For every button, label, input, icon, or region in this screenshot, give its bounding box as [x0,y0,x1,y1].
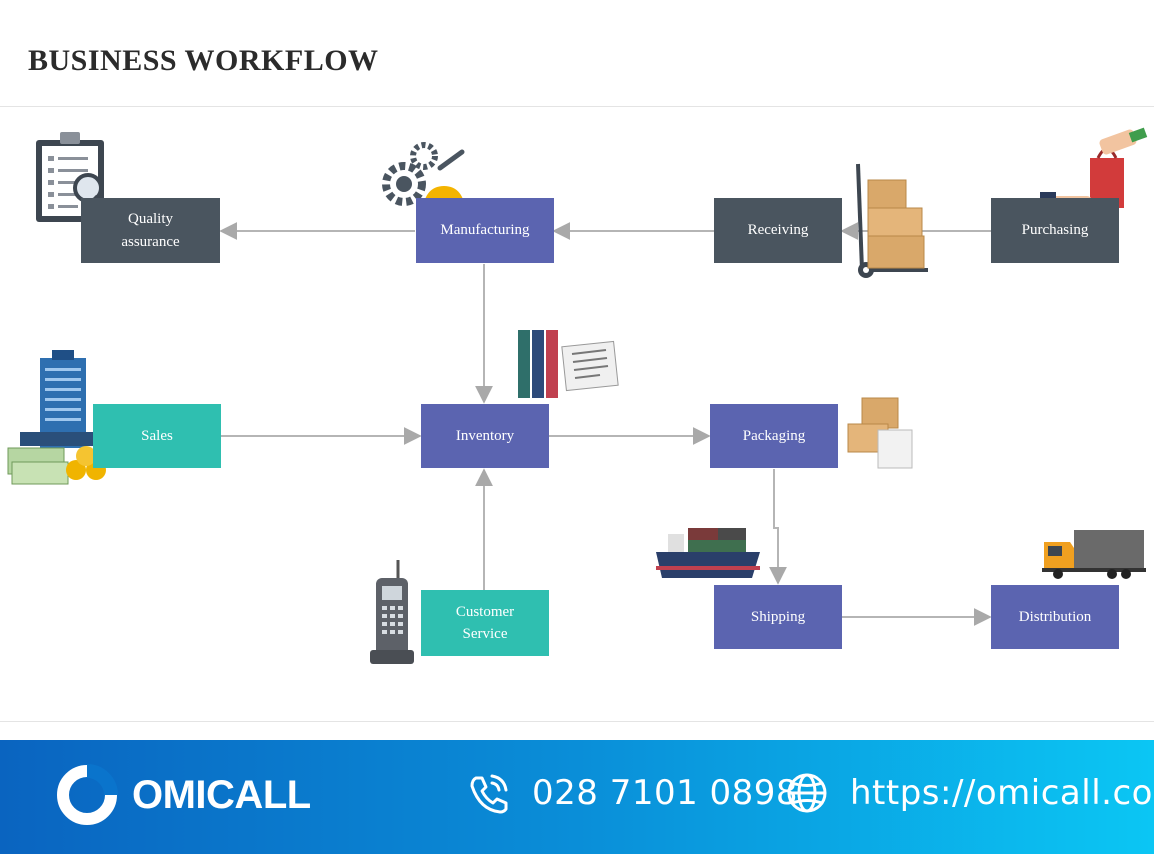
globe-icon [787,773,827,813]
page-title: BUSINESS WORKFLOW [28,44,379,77]
node-purchasing: Purchasing [991,198,1119,263]
phone-number[interactable]: 028 7101 0898 [532,773,799,813]
node-sales: Sales [93,404,221,468]
node-purchasing-label: Purchasing [1021,222,1089,239]
workflow-diagram [7,127,1148,664]
website-link[interactable]: https://omicall.com [850,773,1154,813]
node-manufacturing-label: Manufacturing [440,222,530,239]
node-customer-service: Customer Service [421,590,549,656]
bottom-divider [0,721,1154,722]
phone-contact[interactable]: 028 7101 0898 [466,770,798,816]
node-packaging-label: Packaging [742,427,806,444]
omicall-logo-icon [57,764,118,825]
node-receiving: Receiving [714,198,842,263]
brand-name: OMICALL [132,772,311,817]
node-inventory: Inventory [421,404,549,468]
node-shipping: Shipping [714,585,842,649]
node-receiving-label: Receiving [747,222,809,239]
delivery-truck-icon [1042,530,1146,579]
hand-truck-icon [856,163,928,278]
node-distribution: Distribution [991,585,1119,649]
binders-icon [518,330,619,398]
arrow-packaging-to-shipping [769,469,787,585]
node-quality-assurance-label: Quality assurance [121,211,180,250]
node-packaging: Packaging [710,404,838,468]
node-shipping-label: Shipping [750,608,806,625]
shopping-bag-icon [1090,127,1148,208]
node-inventory-label: Inventory [455,427,515,444]
top-divider [0,106,1154,107]
cordless-phone-icon [370,560,414,664]
node-distribution-label: Distribution [1018,608,1092,625]
website-contact[interactable]: https://omicall.com [784,770,1154,816]
brand: OMICALL [56,764,311,826]
phone-icon [470,774,508,814]
node-quality-assurance: Quality assurance [81,198,220,263]
cargo-ship-icon [656,528,760,578]
node-sales-label: Sales [141,427,173,444]
node-customer-service-label: Customer Service [455,603,515,643]
node-manufacturing: Manufacturing [416,198,554,263]
boxes-icon [847,397,913,469]
office-building-icon [20,350,104,448]
footer-banner: OMICALL 028 7101 0898 https://omicall.co… [0,740,1154,854]
